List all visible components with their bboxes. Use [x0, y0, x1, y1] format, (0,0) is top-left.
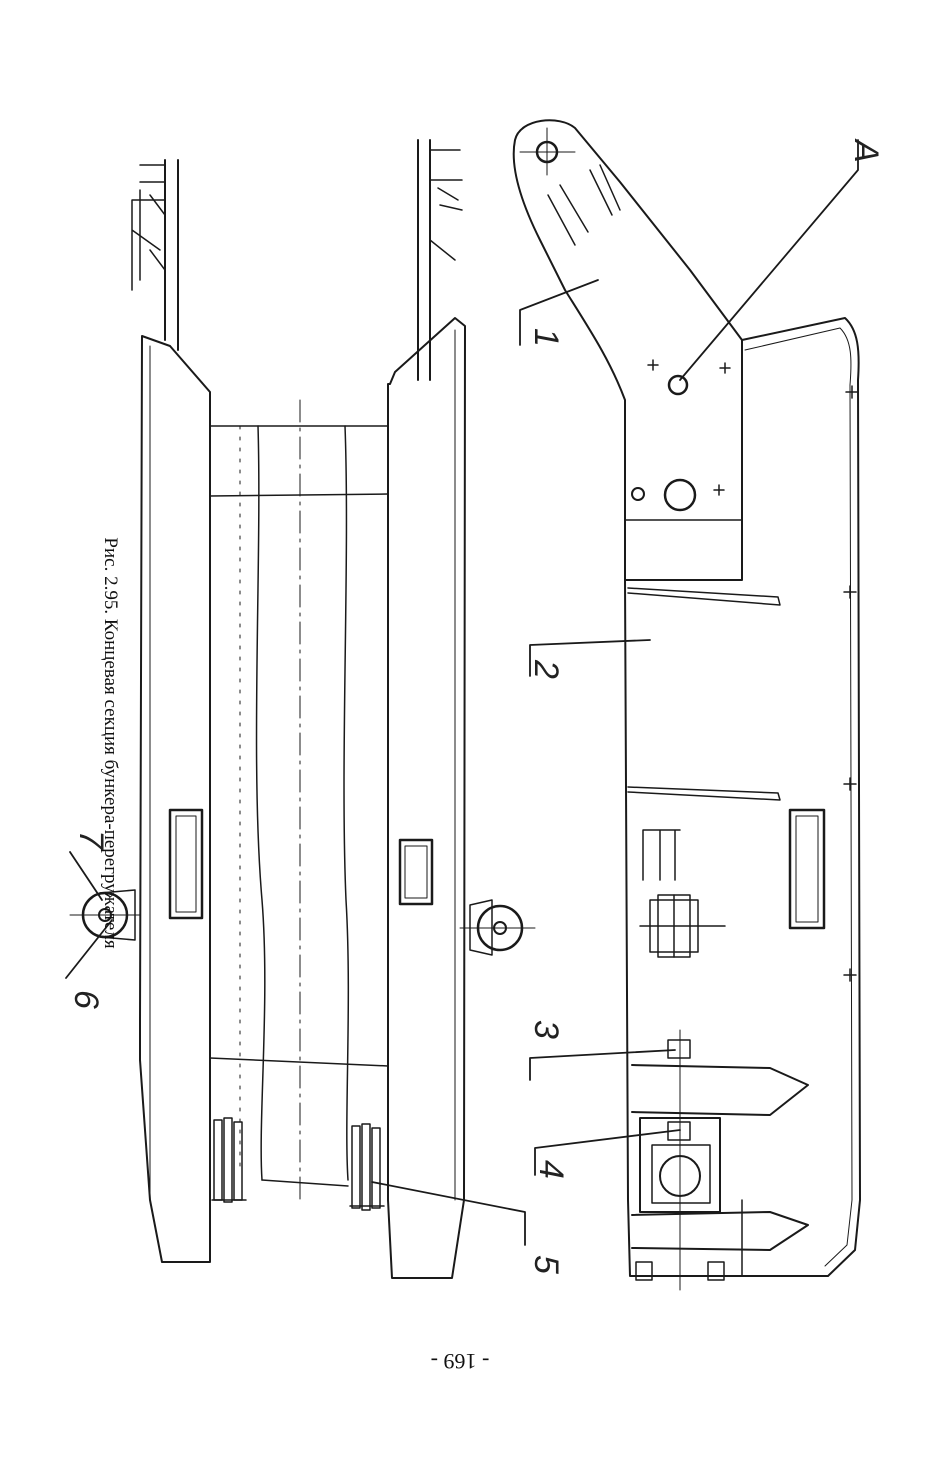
- callout-2: 2: [527, 659, 565, 679]
- body-window: [788, 808, 826, 930]
- callout-1: 1: [527, 328, 565, 347]
- side-beams-plan-view: [69, 139, 536, 1279]
- left-beam: [139, 335, 211, 1263]
- callout-3: 3: [527, 1020, 565, 1039]
- callout-7: 7: [72, 830, 110, 850]
- roller-pack-left: [211, 1117, 247, 1203]
- callout-5: 5: [527, 1255, 565, 1274]
- callout-6: 6: [67, 990, 105, 1009]
- left-beam-window: [168, 808, 204, 920]
- side-elevation-view: [512, 119, 861, 1291]
- main-body: [624, 317, 861, 1277]
- figure-caption-text: Рис. 2.95. Концевая секция бункера-перег…: [100, 537, 121, 949]
- callout-labels: 1 2 3 4 5 6 7 A: [67, 138, 885, 1274]
- pulley-right: [459, 899, 536, 956]
- callout-leaders: [65, 139, 859, 1246]
- pulley-left: [69, 889, 141, 941]
- right-beam-window: [398, 838, 434, 906]
- arm: [512, 119, 743, 581]
- roller-pack-right: [349, 1123, 385, 1211]
- page-number-text: - 169 -: [430, 1349, 490, 1374]
- right-beam: [387, 317, 466, 1279]
- callout-a: A: [847, 138, 885, 163]
- callout-4: 4: [532, 1160, 570, 1179]
